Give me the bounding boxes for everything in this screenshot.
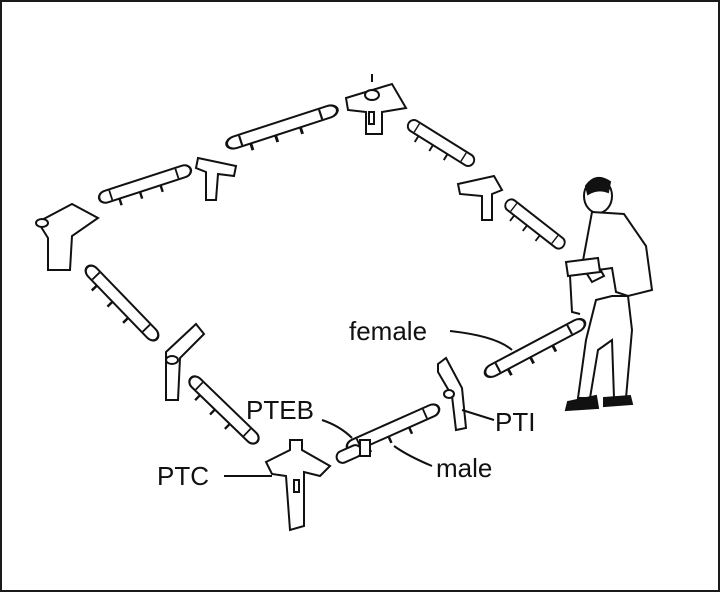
fitting-top-corner (344, 74, 408, 135)
pipe-back-right-2 (497, 196, 569, 258)
leader-pteb (321, 419, 353, 439)
fitting-ptc (264, 439, 332, 532)
person-figure (564, 176, 654, 412)
leader-pti (461, 409, 495, 421)
pipe-left-1 (76, 261, 163, 350)
fitting-tee-back-left (194, 156, 238, 201)
leader-male (393, 445, 433, 467)
leader-female (449, 330, 513, 351)
pipe-front-female (481, 315, 592, 388)
label-ptc: PTC (157, 461, 209, 491)
fitting-tee-left (165, 322, 206, 401)
label-female: female (349, 316, 428, 346)
fitting-pteb (335, 439, 371, 464)
fitting-tee-back-right (456, 174, 504, 221)
fitting-left-corner (35, 202, 100, 271)
label-pti: PTI (495, 407, 536, 437)
pipe-back-left-1 (96, 162, 196, 213)
fitting-pti (437, 356, 468, 432)
pipe-back-right-1 (400, 116, 478, 176)
label-male: male (436, 453, 493, 483)
label-pteb: PTEB (246, 395, 314, 425)
pipe-back-left-2 (223, 101, 343, 159)
